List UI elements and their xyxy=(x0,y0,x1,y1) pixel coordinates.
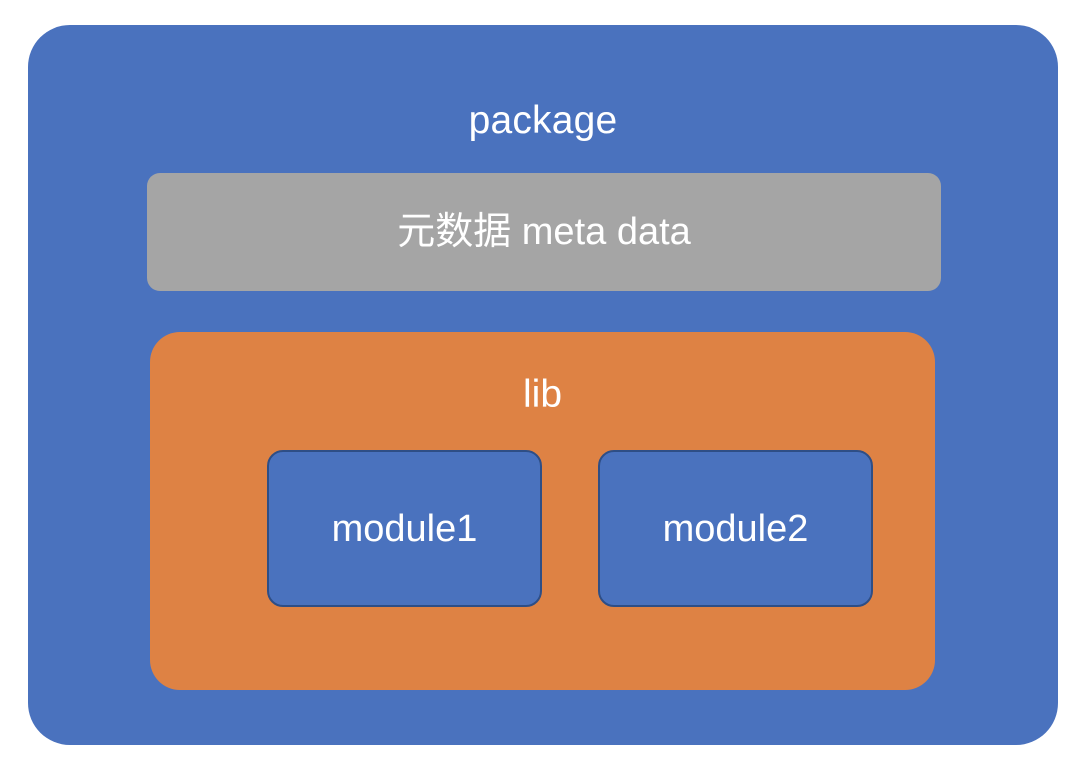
package-label: package xyxy=(468,99,618,142)
module-box-1: module1 xyxy=(267,450,542,607)
lib-container: lib module1 module2 xyxy=(150,332,935,690)
modules-row: module1 module2 xyxy=(150,450,935,607)
metadata-container: 元数据 meta data xyxy=(147,173,941,291)
module-label-2: module2 xyxy=(662,507,809,550)
package-container: package 元数据 meta data lib module1 module… xyxy=(28,25,1058,745)
module-label-1: module1 xyxy=(331,507,478,550)
module-box-2: module2 xyxy=(598,450,873,607)
metadata-label: 元数据 meta data xyxy=(397,211,691,253)
lib-label: lib xyxy=(522,373,563,416)
